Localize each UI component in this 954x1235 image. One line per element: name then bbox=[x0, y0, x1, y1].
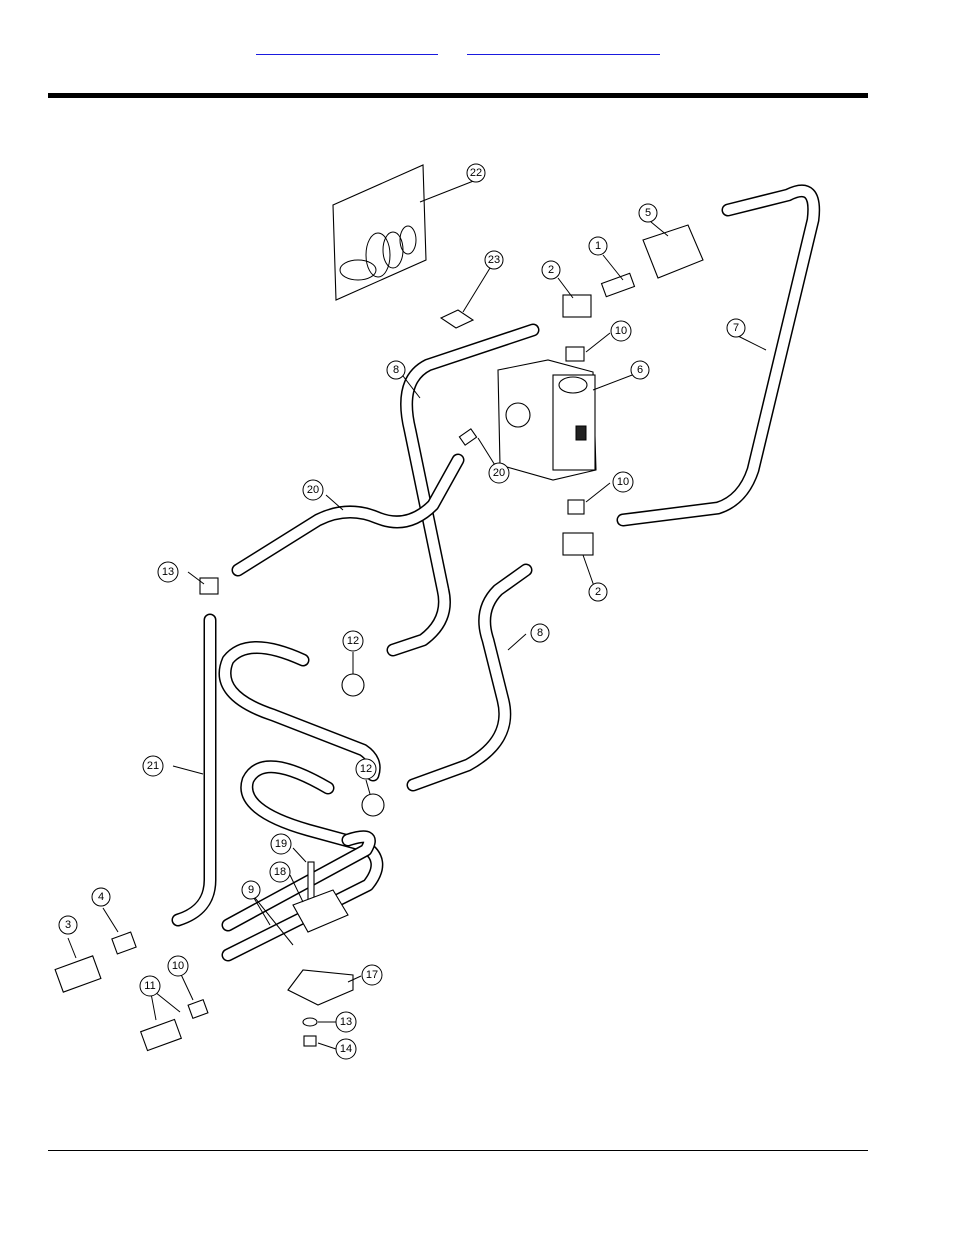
callout-12-lower: 12 bbox=[355, 758, 377, 780]
callout-12-upper: 12 bbox=[342, 630, 364, 652]
coupler-block bbox=[642, 224, 704, 279]
fitting-18 bbox=[458, 428, 478, 446]
callout-11: 11 bbox=[139, 975, 161, 997]
callout-17: 19 bbox=[270, 833, 292, 855]
callout-9: 9 bbox=[241, 880, 261, 900]
hydraulic-parts-diagram: 22 23 1 2 5 7 8 6 10 10 20 20 13 2 12 8 … bbox=[48, 140, 878, 1070]
svg-text:19: 19 bbox=[275, 838, 287, 850]
svg-text:12: 12 bbox=[347, 635, 359, 647]
callout-15: 18 bbox=[269, 861, 291, 883]
nut-10-bottom bbox=[187, 998, 209, 1020]
nav-link-2[interactable] bbox=[467, 40, 660, 55]
svg-text:22: 22 bbox=[470, 167, 482, 179]
callout-1: 1 bbox=[588, 236, 608, 256]
callout-4: 4 bbox=[91, 887, 111, 907]
fitting-1 bbox=[600, 272, 636, 298]
svg-text:10: 10 bbox=[617, 476, 629, 488]
bracket-16 bbox=[287, 969, 354, 1006]
callout-21: 21 bbox=[142, 755, 164, 777]
svg-text:3: 3 bbox=[65, 919, 71, 931]
svg-text:7: 7 bbox=[733, 322, 739, 334]
nut-10-lower bbox=[567, 499, 585, 515]
adapter-4 bbox=[111, 931, 137, 955]
svg-text:10: 10 bbox=[615, 325, 627, 337]
svg-text:20: 20 bbox=[307, 484, 319, 496]
elbow-12-lower bbox=[361, 793, 385, 817]
elbow-12-upper bbox=[341, 673, 365, 697]
callout-20: 20 bbox=[302, 479, 324, 501]
washer-13 bbox=[302, 1017, 318, 1027]
svg-text:13: 13 bbox=[162, 566, 174, 578]
svg-text:11: 11 bbox=[144, 980, 155, 992]
svg-text:23: 23 bbox=[488, 254, 500, 266]
svg-text:17: 17 bbox=[366, 969, 378, 981]
svg-text:12: 12 bbox=[360, 763, 372, 775]
callout-23: 23 bbox=[484, 250, 504, 270]
tee-fitting-lower bbox=[562, 532, 594, 556]
callout-6: 6 bbox=[630, 360, 650, 380]
svg-text:8: 8 bbox=[537, 627, 543, 639]
svg-text:21: 21 bbox=[147, 760, 159, 772]
seal-kit-bag bbox=[332, 164, 427, 301]
svg-text:2: 2 bbox=[548, 264, 554, 276]
callout-14: 14 bbox=[335, 1038, 357, 1060]
callout-22: 22 bbox=[466, 163, 486, 183]
svg-text:13: 13 bbox=[340, 1016, 352, 1028]
svg-text:4: 4 bbox=[98, 891, 104, 903]
coupler-11 bbox=[139, 1018, 183, 1052]
callout-10-middle: 10 bbox=[612, 471, 634, 493]
svg-text:2: 2 bbox=[595, 586, 601, 598]
svg-text:10: 10 bbox=[172, 960, 184, 972]
callout-10-bottom: 10 bbox=[167, 955, 189, 977]
gear-pump bbox=[497, 359, 597, 481]
svg-text:14: 14 bbox=[340, 1043, 352, 1055]
footer-rule bbox=[48, 1150, 868, 1151]
coupler-3 bbox=[54, 955, 102, 993]
callout-3: 3 bbox=[58, 915, 78, 935]
callout-16: 17 bbox=[361, 964, 383, 986]
callout-7: 7 bbox=[726, 318, 746, 338]
clamp-plate-15 bbox=[292, 889, 349, 933]
nut-14 bbox=[303, 1035, 317, 1047]
header-rule bbox=[48, 93, 868, 98]
hoses bbox=[171, 184, 821, 962]
svg-text:18: 18 bbox=[274, 866, 286, 878]
svg-text:20: 20 bbox=[493, 467, 505, 479]
callout-18: 20 bbox=[488, 462, 510, 484]
parts-diagram-svg: 22 23 1 2 5 7 8 6 10 10 20 20 13 2 12 8 … bbox=[54, 163, 821, 1060]
callout-10-upper: 10 bbox=[610, 320, 632, 342]
callout-8-upper: 8 bbox=[386, 360, 406, 380]
key-part bbox=[439, 309, 475, 329]
svg-text:6: 6 bbox=[637, 364, 643, 376]
callout-5: 5 bbox=[638, 203, 658, 223]
callout-13: 13 bbox=[335, 1011, 357, 1033]
nut-10-upper bbox=[565, 346, 585, 362]
tee-fitting-upper bbox=[562, 294, 592, 318]
svg-text:5: 5 bbox=[645, 207, 651, 219]
callout-2-lower: 2 bbox=[588, 582, 608, 602]
svg-text:9: 9 bbox=[248, 884, 254, 896]
svg-text:1: 1 bbox=[595, 240, 601, 252]
nav-link-1[interactable] bbox=[256, 40, 438, 55]
callout-19: 13 bbox=[157, 561, 179, 583]
bolt-17 bbox=[307, 861, 315, 903]
callout-8-lower: 8 bbox=[530, 623, 550, 643]
svg-text:8: 8 bbox=[393, 364, 399, 376]
elbow-19 bbox=[199, 577, 219, 595]
callout-2-upper: 2 bbox=[541, 260, 561, 280]
